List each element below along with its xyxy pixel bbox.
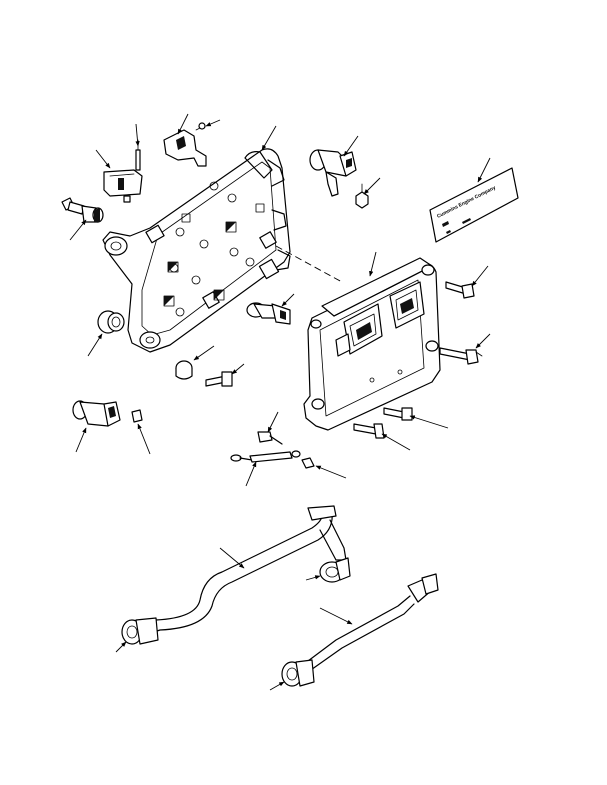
ecm-module: [303, 257, 441, 431]
speed-sensor-upper: [309, 149, 357, 197]
small-screw-part: [195, 122, 206, 131]
plate-bolt: [205, 371, 233, 387]
ecm-bolt-1: [445, 281, 475, 299]
sensor-bolt-lower: [131, 409, 143, 423]
pressure-sensor: [246, 302, 291, 325]
ecm-bolt-2: [439, 347, 483, 365]
jumper-wire-assembly: [230, 431, 315, 469]
speed-sensor-lower: [72, 400, 121, 427]
isolator-spacer: [175, 360, 193, 380]
fuel-hose-short: [281, 573, 439, 687]
ecm-mounting-plate: [102, 148, 291, 353]
bracket-part: [163, 129, 207, 167]
ecm-bolt-3: [383, 407, 413, 421]
temperature-sensor: [61, 197, 104, 223]
alignment-line: [275, 245, 343, 283]
sensor-bolt-upper: [355, 183, 369, 209]
pin-part: [135, 139, 141, 171]
grommet-left: [97, 310, 125, 334]
nameplate: Cummins Engine Company: [429, 167, 519, 243]
leader-lines: [69, 113, 491, 691]
fuel-hose-long: [121, 505, 351, 645]
connector-clip-part: [103, 169, 143, 203]
ecm-bolt-4: [353, 423, 385, 439]
